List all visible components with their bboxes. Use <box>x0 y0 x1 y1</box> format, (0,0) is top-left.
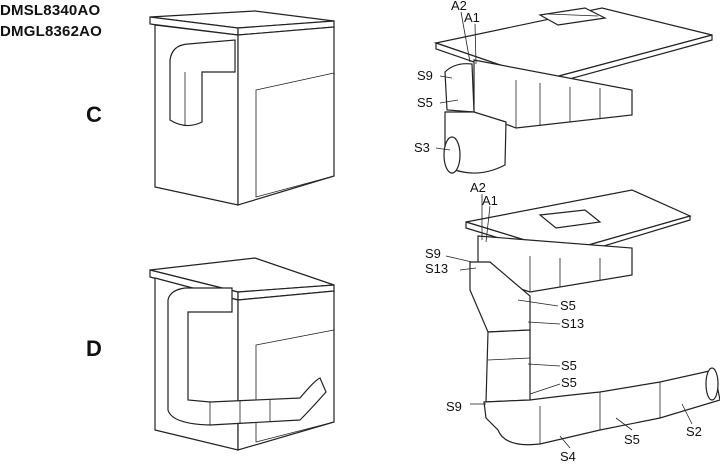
label-d-s2: S2 <box>686 424 702 439</box>
unit-c-drawing <box>433 7 713 174</box>
cabinet-d-drawing <box>149 257 335 451</box>
label-d-s9-lower: S9 <box>446 399 462 414</box>
label-c-a1: A1 <box>464 10 480 25</box>
cabinet-c-drawing <box>149 10 335 206</box>
model-number-2: DMGL8362AO <box>0 23 103 40</box>
unit-d-drawing <box>465 189 720 446</box>
label-d-s5-upper: S5 <box>560 298 576 313</box>
label-c-s5: S5 <box>417 95 433 110</box>
label-d-s5-middle: S5 <box>561 358 577 373</box>
label-c-s9: S9 <box>417 68 433 83</box>
variant-d-label: D <box>86 336 102 361</box>
label-d-s13-lower: S13 <box>561 316 584 331</box>
label-d-a1: A1 <box>482 193 498 208</box>
model-number-1: DMSL8340AO <box>0 2 101 19</box>
variant-c-label: C <box>86 102 102 127</box>
label-d-a2: A2 <box>470 180 486 195</box>
label-d-s5-elbow: S5 <box>561 375 577 390</box>
label-d-s4: S4 <box>560 449 576 464</box>
label-c-s3: S3 <box>414 140 430 155</box>
label-c-a2: A2 <box>451 0 467 13</box>
label-d-s5-run: S5 <box>624 432 640 447</box>
leader-lines-d <box>445 194 693 449</box>
leader-lines-c <box>435 11 477 151</box>
label-d-s13: S13 <box>425 261 448 276</box>
label-d-s9: S9 <box>425 246 441 261</box>
